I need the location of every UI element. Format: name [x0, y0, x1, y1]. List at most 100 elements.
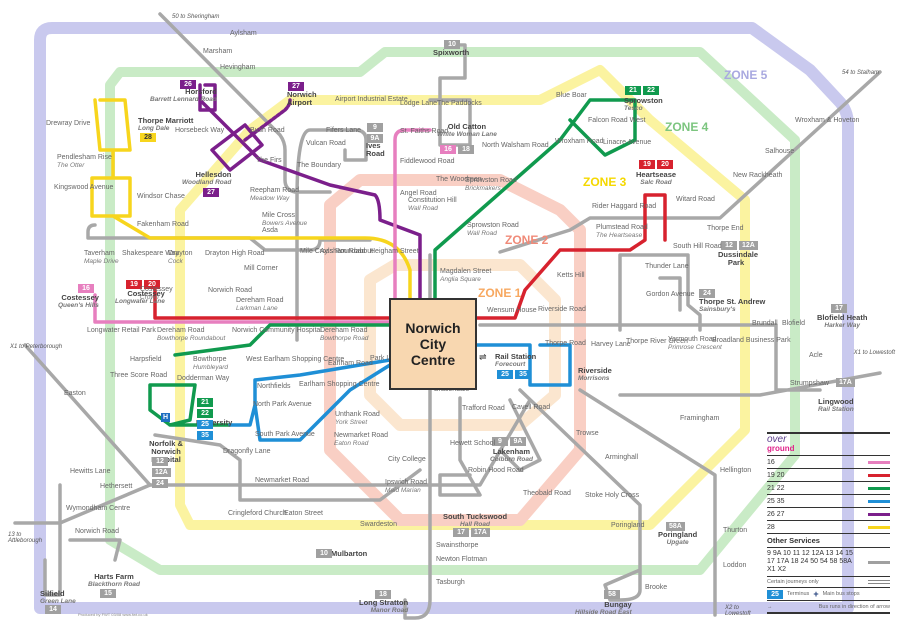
stop-label[interactable]: Mile Cross Roundabout: [300, 248, 373, 256]
stop-label[interactable]: West Earlham Shopping Centre: [246, 356, 344, 364]
stop-label[interactable]: Marsham: [203, 48, 232, 56]
stop-label[interactable]: Hewitts Lane: [70, 468, 110, 476]
stop-label[interactable]: The Boundary: [297, 162, 341, 170]
stop-label[interactable]: Shakespeare Way: [122, 250, 179, 258]
terminus-ives-road[interactable]: Ives Road: [366, 141, 385, 158]
stop-label[interactable]: Strumpshaw: [790, 380, 829, 388]
terminus-norwich-airport[interactable]: Norwich Airport: [287, 90, 317, 107]
stop-label[interactable]: Fakenham Road: [137, 221, 189, 229]
stop-label[interactable]: New Rackheath: [733, 172, 782, 180]
route-54-line[interactable]: [498, 70, 882, 254]
route-x2-line[interactable]: [578, 388, 717, 617]
stop-label[interactable]: Trafford Road: [462, 405, 505, 413]
stop-label[interactable]: Asda: [262, 227, 278, 235]
route-28-line[interactable]: [90, 98, 412, 302]
stop-label[interactable]: Theobald Road: [523, 490, 571, 498]
stop-label[interactable]: Stoke Holy Cross: [585, 492, 639, 500]
route-10-18-line[interactable]: [403, 43, 472, 620]
route-21-22-line[interactable]: [148, 98, 637, 427]
stop-label[interactable]: Bush Road: [250, 127, 285, 135]
route-27-airport-line[interactable]: [243, 98, 292, 142]
stop-label[interactable]: Ketts Hill: [557, 272, 585, 280]
stop-label[interactable]: Fifers Lane: [326, 127, 361, 135]
stop-label[interactable]: Thunder Lane: [645, 263, 689, 271]
stop-label[interactable]: Falcon Road West: [588, 117, 645, 125]
stop-label[interactable]: Park Lane: [370, 355, 402, 363]
route-58-line[interactable]: [518, 388, 642, 602]
stop-label[interactable]: Cringleford Church: [228, 510, 287, 518]
stop-label[interactable]: Salhouse: [765, 148, 794, 156]
stop-label[interactable]: Robin Hood Road: [468, 467, 524, 475]
stop-label[interactable]: Kingswood Avenue: [54, 184, 113, 192]
route-50-line[interactable]: [158, 12, 332, 194]
stop-label[interactable]: Easton: [64, 390, 86, 398]
stop-label[interactable]: Norwich Road: [208, 287, 252, 295]
route-wymondham-line[interactable]: [43, 483, 122, 597]
stop-label[interactable]: Aylsham: [230, 30, 257, 38]
stop-label[interactable]: Earlham Road: [328, 360, 373, 368]
stop-label[interactable]: Norwich Road: [75, 528, 119, 536]
stop-label[interactable]: City College: [388, 456, 426, 464]
stop-label[interactable]: Broadland Business Park: [712, 337, 791, 345]
stop-label[interactable]: Brooke: [645, 584, 667, 592]
stop-label[interactable]: Eaton Street: [284, 510, 323, 518]
route-12-line[interactable]: [153, 433, 422, 502]
stop-label[interactable]: Harvey Lane: [591, 341, 631, 349]
stop-label[interactable]: Hewett School: [450, 440, 495, 448]
stop-label[interactable]: Wensum House: [487, 307, 537, 315]
stop-label[interactable]: Thorpe End: [707, 225, 744, 233]
stop-label[interactable]: Riverside Road: [538, 306, 586, 314]
route-south-loops[interactable]: [438, 396, 542, 497]
stop-label[interactable]: Earlham Shopping Centre: [299, 381, 380, 389]
stop-label[interactable]: Dodderman Way: [177, 375, 229, 383]
route-12-thorpe-line[interactable]: [618, 253, 702, 332]
stop-label[interactable]: Blofield: [782, 320, 805, 328]
stop-label[interactable]: Gordon Avenue: [646, 291, 695, 299]
stop-label[interactable]: Hevingham: [220, 64, 255, 72]
stop-label[interactable]: Fiddlewood Road: [400, 158, 454, 166]
stop-label[interactable]: Poringland: [611, 522, 644, 530]
stop-label[interactable]: Mill Corner: [244, 265, 278, 273]
stop-label[interactable]: Heigham Street: [370, 248, 419, 256]
route-9-line[interactable]: [295, 128, 368, 342]
stop-label[interactable]: Newton Flotman: [436, 556, 487, 564]
stop-label[interactable]: Tasburgh: [436, 579, 465, 587]
route-16-line[interactable]: [93, 128, 432, 324]
stop-label[interactable]: Newmarket Road: [255, 477, 309, 485]
stop-label[interactable]: Airport Industrial Estate: [335, 96, 408, 104]
stop-label[interactable]: Framingham: [680, 415, 719, 423]
stop-label[interactable]: Three Score Road: [110, 372, 167, 380]
stop-label[interactable]: Drewray Drive: [46, 120, 90, 128]
stop-label[interactable]: The Woodman: [436, 176, 482, 184]
stop-label[interactable]: Acle: [809, 352, 823, 360]
route-29-line[interactable]: [86, 223, 372, 252]
stop-label[interactable]: South Hill Road: [673, 243, 722, 251]
stop-label[interactable]: Lodge Lane: [400, 100, 437, 108]
stop-label[interactable]: Loddon: [723, 562, 746, 570]
stop-label[interactable]: The Firs: [256, 157, 282, 165]
stop-label[interactable]: Norwich Community Hospital: [232, 327, 322, 335]
stop-label[interactable]: Dragonfly Lane: [223, 448, 270, 456]
